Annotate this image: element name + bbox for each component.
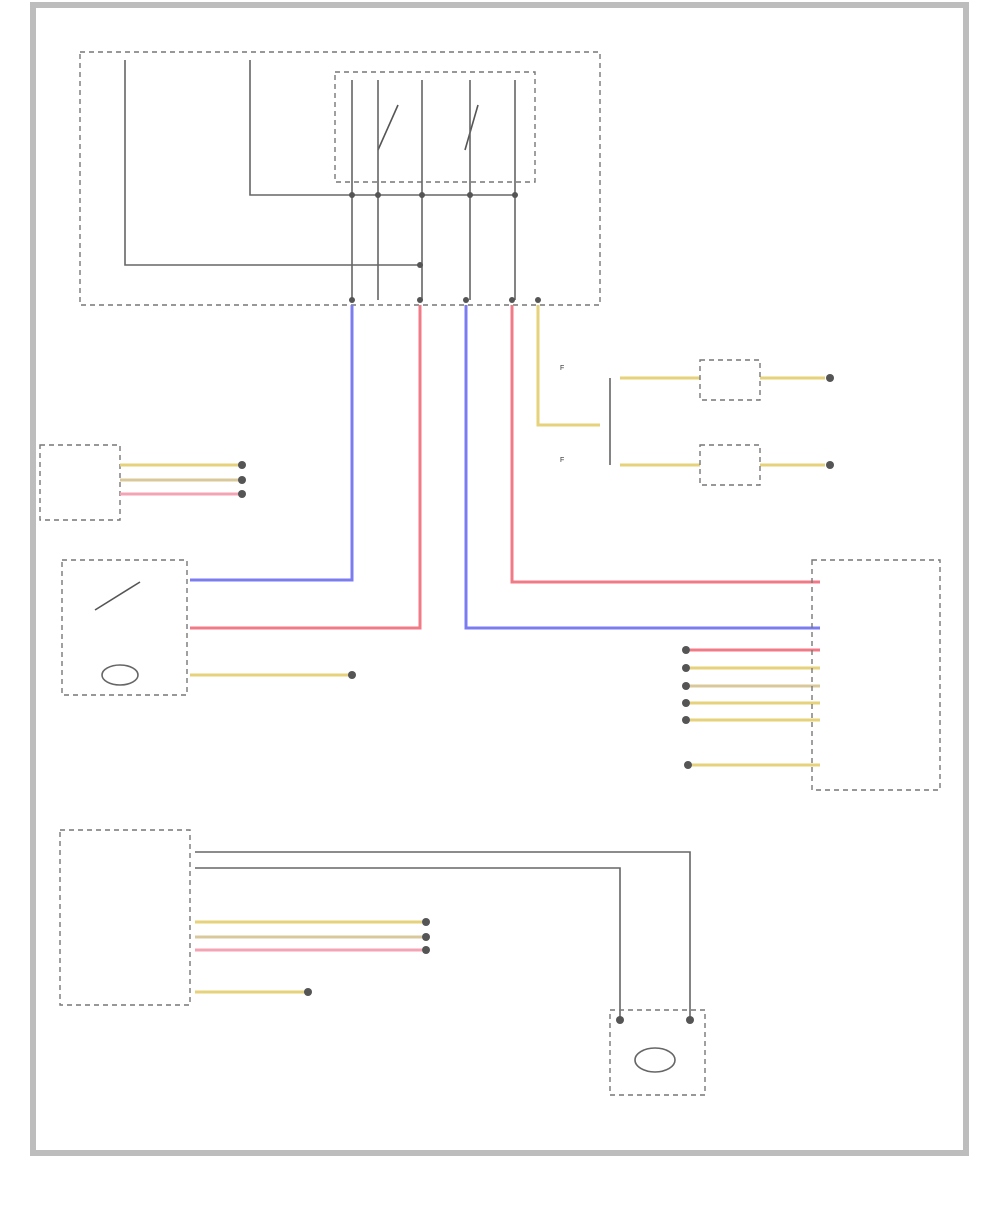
supply-lines [124,60,516,300]
motor-symbol [634,1047,676,1073]
left-bus-box [39,444,121,521]
ground-switch [348,671,356,679]
wire-red-2 [510,305,820,584]
relay-node-1 [349,192,355,198]
wire-blue-2 [464,305,820,630]
wire-red-1 [190,305,422,630]
right-fuse-b: F [560,457,564,464]
relay-box [334,71,536,183]
right-mid-module [699,444,761,486]
switch-contact [94,581,141,611]
relay-node-3 [419,192,425,198]
bottom-ground-node [304,988,312,996]
motor-node-1 [616,1016,624,1024]
relay-lines [351,80,516,150]
bus-node-1 [238,461,246,469]
bottom-black-2 [195,867,621,1018]
bus-right-node-4 [682,699,690,707]
supply-node [417,262,423,268]
bottom-module-box [59,829,191,1006]
wire-blue-1 [190,305,354,582]
bus-right-node-1 [682,646,690,654]
relay-node-2 [375,192,381,198]
diagram-frame [30,2,969,1156]
rear-sam-box [811,559,941,791]
relay-contact-2 [464,104,479,151]
bus-right-node-3 [682,682,690,690]
bottom-node-2 [422,933,430,941]
relay-contact [377,104,399,151]
bus-node-2 [238,476,246,484]
motor-box [609,1009,706,1096]
wire-tan-1 [536,305,600,427]
bus-right-node-2 [682,664,690,672]
switch-motor [101,664,139,686]
ground-right-mid [826,461,834,469]
right-top-module [699,359,761,401]
bottom-node-1 [422,918,430,926]
relay-node-4 [467,192,473,198]
ground-airbag [684,761,692,769]
bottom-black-1 [195,851,691,1018]
bottom-node-3 [422,946,430,954]
right-fuse-a: F [560,365,564,372]
motor-node-2 [686,1016,694,1024]
connector-pins-top [349,297,541,303]
switch-box [61,559,188,696]
ground-right-top [826,374,834,382]
bus-node-3 [238,490,246,498]
relay-node-5 [512,192,518,198]
bus-right-node-5 [682,716,690,724]
